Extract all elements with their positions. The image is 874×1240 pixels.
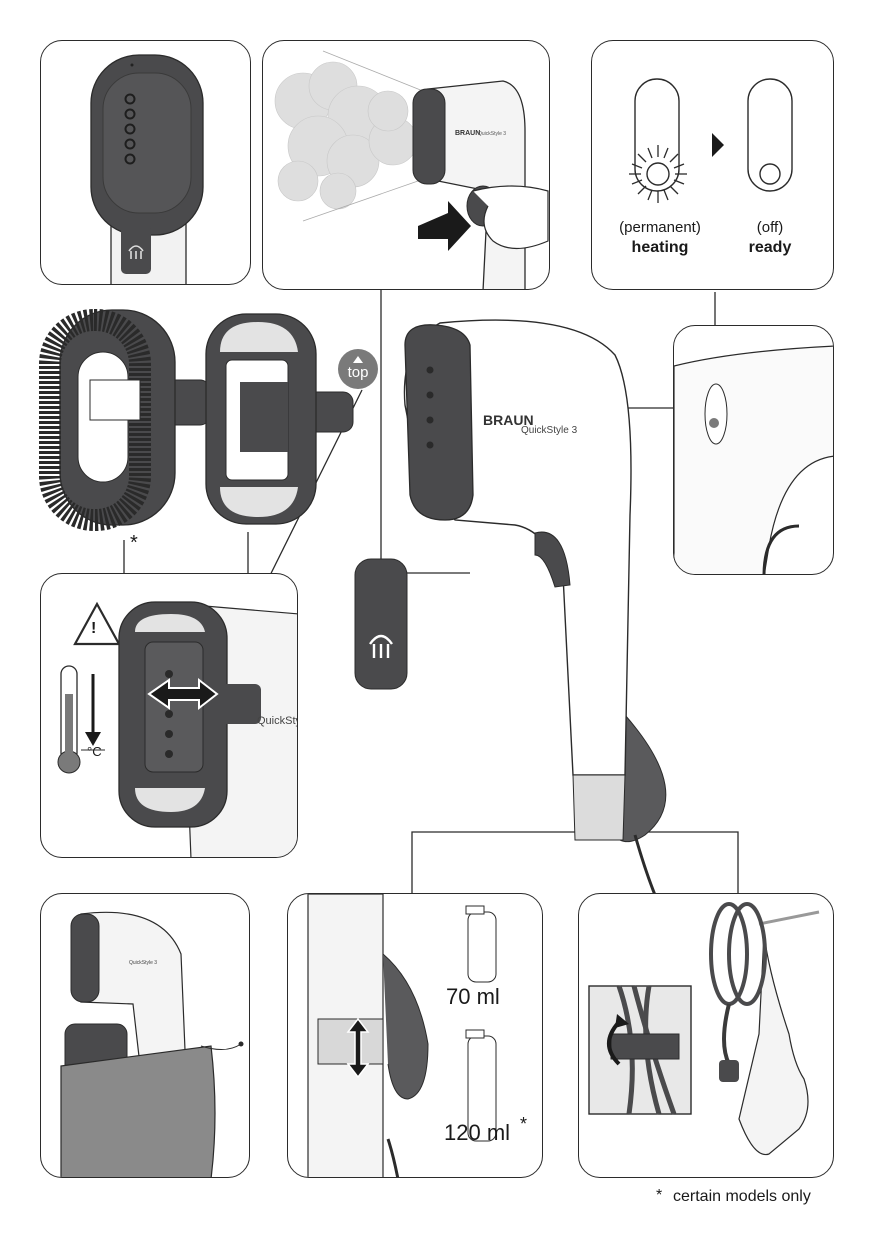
ready-label: ready bbox=[748, 239, 792, 256]
fabric-attachment-illustration bbox=[205, 313, 354, 525]
model-name-bag: QuickStyle 3 bbox=[129, 960, 157, 966]
steam-output-panel: BRAUN QuickStyle 3 bbox=[262, 40, 550, 290]
adjust-arrows-icon bbox=[346, 1017, 370, 1079]
slide-arrows-icon bbox=[147, 677, 219, 711]
water-tank-illustration bbox=[307, 894, 497, 1177]
steam-button-callout bbox=[354, 558, 408, 690]
heating-light-icon bbox=[646, 162, 670, 186]
cord-storage-panel bbox=[578, 893, 834, 1178]
hand-icon bbox=[472, 185, 549, 250]
attach-panel: QuickStyle 3 ! °C bbox=[40, 573, 298, 858]
footnote-mark: * bbox=[656, 1187, 663, 1204]
tank-large-asterisk: * bbox=[520, 1114, 528, 1134]
ready-state-text: (off) bbox=[756, 219, 784, 236]
press-arrow-icon bbox=[418, 201, 471, 251]
indicator-closeup-panel bbox=[673, 325, 834, 575]
top-label: top bbox=[347, 364, 369, 381]
warning-mark: ! bbox=[91, 620, 97, 637]
indicator-light-panel: (permanent) heating (off) ready bbox=[591, 40, 834, 290]
model-name-small: QuickStyle 3 bbox=[478, 131, 506, 137]
model-name-main: QuickStyle 3 bbox=[521, 425, 578, 436]
water-tank-panel: 70 ml 120 ml * bbox=[287, 893, 543, 1178]
storage-bag-panel: QuickStyle 3 bbox=[40, 893, 250, 1178]
ready-light-icon bbox=[759, 163, 781, 185]
attach-illustration: QuickStyle 3 bbox=[57, 601, 298, 857]
indicator-closeup-illustration bbox=[674, 345, 833, 574]
top-badge bbox=[338, 349, 378, 389]
arrow-right-icon bbox=[712, 133, 724, 157]
arrow-down-icon bbox=[85, 732, 101, 746]
steam-icon bbox=[369, 634, 393, 658]
brush-attachment-illustration bbox=[39, 309, 211, 531]
celsius-label: °C bbox=[87, 744, 102, 759]
heating-state-text: (permanent) bbox=[619, 219, 701, 236]
brush-asterisk: * bbox=[130, 532, 138, 554]
tank-large-label: 120 ml bbox=[444, 1120, 511, 1145]
model-name-attach: QuickStyle 3 bbox=[257, 715, 298, 727]
brand-logo-small: BRAUN bbox=[455, 130, 480, 137]
steam-button-icon bbox=[128, 245, 144, 259]
steam-output-illustration: BRAUN QuickStyle 3 bbox=[274, 50, 549, 289]
nozzle-front-panel bbox=[40, 40, 251, 285]
brand-logo-main: BRAUN bbox=[483, 412, 534, 428]
indicator-illustration bbox=[629, 78, 793, 203]
footnote-text: certain models only bbox=[673, 1188, 811, 1205]
warning-icon bbox=[73, 601, 121, 646]
cord-storage-illustration bbox=[588, 902, 820, 1156]
nozzle-front-illustration bbox=[90, 54, 204, 284]
steamer-main-illustration: BRAUN QuickStyle 3 bbox=[403, 319, 667, 895]
storage-bag-illustration: QuickStyle 3 bbox=[60, 911, 244, 1177]
indicator-window-icon bbox=[704, 383, 728, 445]
heating-label: heating bbox=[631, 239, 689, 256]
tank-small-label: 70 ml bbox=[446, 984, 500, 1009]
